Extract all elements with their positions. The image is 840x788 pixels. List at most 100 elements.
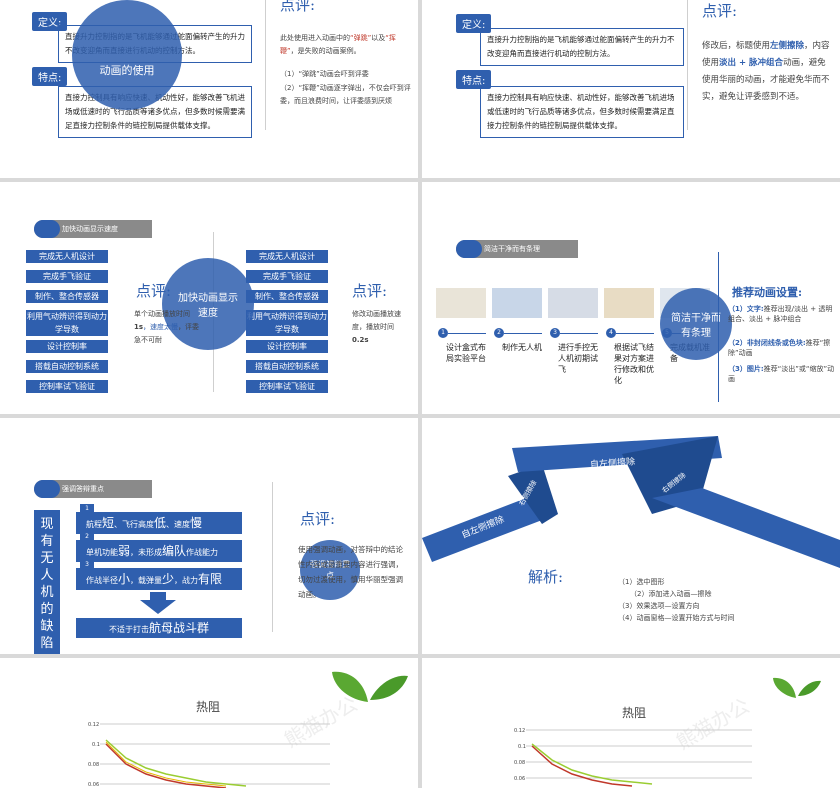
step-4: 利用气动辨识得到动力学导数 xyxy=(246,310,328,336)
review-title: 点评: xyxy=(280,0,316,14)
step-label-2: 制作无人机 xyxy=(502,343,542,352)
tick-1: 0.12 xyxy=(514,728,526,734)
step-line-3 xyxy=(560,333,598,334)
slide-8[interactable]: 热阻 熊猫办公 0.12 0.1 0.08 0.06 xyxy=(422,658,840,788)
clean-circle: 简洁干净而有条理 xyxy=(660,288,732,360)
step-number-3: 3 xyxy=(550,328,560,338)
recommend-1: （1）文字:推荐出现/淡出 + 透明组合、淡出 + 脉冲组合 xyxy=(728,305,833,323)
conclusion-bar: 不适于打击航母战斗群 xyxy=(76,618,242,638)
step-6: 搭载自动控制系统 xyxy=(246,360,328,373)
step-image-1 xyxy=(436,288,486,318)
section-pill: 强调答辩重点 xyxy=(34,480,152,498)
step-2: 完成手飞验证 xyxy=(246,270,328,283)
step-line-4 xyxy=(616,333,654,334)
step-1: 完成无人机设计 xyxy=(26,250,108,263)
review-text: 修改后，标题使用左侧擦除，内容使用淡出 + 脉冲组合动画，避免使用华丽的动画，才… xyxy=(702,41,830,102)
step-7: 控制率试飞验证 xyxy=(26,380,108,393)
step-image-2 xyxy=(492,288,542,318)
step-2: 完成手飞验证 xyxy=(26,270,108,283)
step-1: 完成无人机设计 xyxy=(246,250,328,263)
step-label-3: 进行手控无人机初期试飞 xyxy=(558,343,598,374)
feature-tag: 特点: xyxy=(32,67,68,86)
definition-box: 直接升力控制指的是飞机能够通过舵面偏转产生的升力不改变迎角而直接进行机动的控制方… xyxy=(480,28,684,66)
slide-3[interactable]: 加快动画显示速度 完成无人机设计完成手飞验证制作、整合传感器利用气动辨识得到动力… xyxy=(0,182,418,414)
defect-row-2: 单机功能弱，未形成编队作战能力 xyxy=(76,540,242,562)
slide-4[interactable]: 简洁干净而有条理 1 设计盒式布局实验平台 2 制作无人机 3 进行手控无人机初期试飞 4 根… xyxy=(422,182,840,414)
side-title: 现有无人机的缺陷 xyxy=(34,510,60,654)
review-title: 点评: xyxy=(702,2,738,20)
feature-tag: 特点: xyxy=(456,70,492,89)
tick-2: 0.1 xyxy=(92,742,100,748)
emphasis-circle: 强调答辩重点 xyxy=(300,540,360,600)
whip-label: “挥鞭” xyxy=(280,34,396,55)
section-pill: 加快动画显示速度 xyxy=(34,220,152,238)
review-2-title: 点评: xyxy=(352,282,388,300)
slide-2[interactable]: 定义: 直接升力控制指的是飞机能够通过舵面偏转产生的升力不改变迎角而直接进行机动… xyxy=(422,0,840,178)
divider xyxy=(265,0,266,130)
review-1-title: 点评: xyxy=(136,282,172,300)
review-text: 使用强调动画，对答辩中的结论性内容或最重要内容进行强调，切勿过渡使用，慎用华丽型… xyxy=(298,545,403,599)
leaf-icon xyxy=(332,671,408,702)
defect-number-2: 2 xyxy=(80,532,94,542)
step-7: 控制率试飞验证 xyxy=(246,380,328,393)
divider xyxy=(718,252,719,402)
defect-number-3: 3 xyxy=(80,560,94,570)
analysis-2: （2）添加进入动画—擦除 xyxy=(630,590,712,598)
recommend-3: （3）图片:推荐“淡出”或“缩放”动画 xyxy=(728,365,835,383)
step-label-1: 设计盒式布局实验平台 xyxy=(446,343,486,363)
defect-number-1: 1 xyxy=(80,504,94,514)
recommend-title: 推荐动画设置: xyxy=(732,286,803,299)
review-title: 点评: xyxy=(300,510,336,528)
review-point-2: （2）“挥鞭”动画逐字弹出，不仅会吓到评委，而且浪费时间，让评委感到厌烦 xyxy=(280,84,411,105)
step-3: 制作、整合传感器 xyxy=(26,290,108,303)
step-number-2: 2 xyxy=(494,328,504,338)
review-point-1: （1）“弹跳”动画会吓到评委 xyxy=(280,70,369,78)
step-5: 设计控制率 xyxy=(246,340,328,353)
slide-1[interactable]: 定义: 直接升力控制指的是飞机能够通过舵面偏转产生的升力不改变迎角而直接进行机动… xyxy=(0,0,418,178)
step-line-1 xyxy=(448,333,486,334)
step-image-3 xyxy=(548,288,598,318)
review-1-text: 单个动画播放时间 1s，速度太慢，评委急不可耐 xyxy=(134,310,200,344)
divider xyxy=(272,482,273,632)
step-line-2 xyxy=(504,333,542,334)
step-6: 搭载自动控制系统 xyxy=(26,360,108,373)
defect-row-1: 航程短、飞行高度低、速度慢 xyxy=(76,512,242,534)
tick-3: 0.08 xyxy=(514,760,526,766)
analysis-1: （1）选中图形 xyxy=(618,578,665,586)
tick-3: 0.08 xyxy=(88,762,100,768)
review-intro: 此处使用进入动画中的“弹跳”以及“挥鞭”，是失败的动画案例。 xyxy=(280,34,396,55)
step-label-4: 根据试飞结果对方案进行修改和优化 xyxy=(614,343,654,385)
thermal-chart xyxy=(526,729,752,787)
analysis-4: （4）动画窗格—设置开始方式与时间 xyxy=(618,614,735,622)
animation-circle: 动画的使用 xyxy=(72,0,182,110)
step-number-1: 1 xyxy=(438,328,448,338)
speed-circle: 加快动画显示速度 xyxy=(162,258,254,350)
tick-4: 0.06 xyxy=(514,776,526,782)
step-5: 设计控制率 xyxy=(26,340,108,353)
step-number-4: 4 xyxy=(606,328,616,338)
chart-title: 热阻 xyxy=(622,706,647,720)
recommend-2: （2）非封闭线条或色块:推荐“擦除”动画 xyxy=(728,339,831,357)
step-4: 利用气动辨识得到动力学导数 xyxy=(26,310,108,336)
down-arrow xyxy=(140,600,176,614)
step-3: 制作、整合传感器 xyxy=(246,290,328,303)
feature-box: 直接力控制具有响应快速、机动性好，能够改善飞机进场或低速时的飞行品质等诸多优点，… xyxy=(480,86,684,138)
step-image-4 xyxy=(604,288,654,318)
defect-row-3: 作战半径小，载弹量少，战力有限 xyxy=(76,568,242,590)
divider xyxy=(687,0,688,130)
section-pill: 简洁干净而有条理 xyxy=(456,240,578,258)
down-arrow-stem xyxy=(150,592,166,601)
chart-title: 热阻 xyxy=(196,700,221,714)
thermal-chart xyxy=(100,723,330,788)
tick-4: 0.06 xyxy=(88,782,100,788)
analysis-title: 解析: xyxy=(528,568,564,586)
leaf-icon xyxy=(773,677,821,698)
tick-1: 0.12 xyxy=(88,722,100,728)
tick-2: 0.1 xyxy=(518,744,526,750)
bounce-label: “弹跳” xyxy=(350,34,372,42)
wipe-bands xyxy=(422,436,840,568)
slide-7[interactable]: 热阻 熊猫办公 0.12 0.1 0.08 0.06 xyxy=(0,658,418,788)
slide-6[interactable]: 自左侧擦除 右侧擦除 自左侧擦除 右侧擦除 自左侧擦除 解析: （1）选中图形 … xyxy=(422,418,840,654)
